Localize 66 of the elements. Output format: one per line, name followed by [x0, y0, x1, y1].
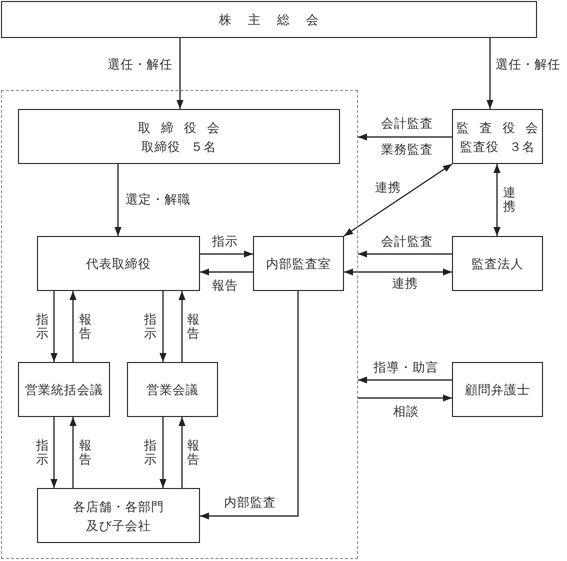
edge-label: 選定・解職 — [126, 192, 190, 206]
org-unit-box — [1, 1, 537, 38]
edge-label: 指導・助言 — [374, 360, 438, 374]
unit-name: 顧問弁護士 — [465, 381, 530, 399]
arrow — [50, 417, 58, 488]
edge-label: 選任・解任 — [496, 56, 560, 72]
unit-note: 取締役 ５名 — [142, 138, 216, 156]
unit-name: 代表取締役 — [86, 255, 151, 273]
edge-label: 報告 — [78, 438, 92, 466]
org-unit-box — [452, 109, 543, 164]
org-unit-box — [253, 236, 344, 291]
edge-label: 連携 — [375, 180, 401, 194]
unit-name: 営業会議 — [146, 381, 198, 399]
edge-label: 指示 — [36, 312, 48, 340]
edge-label: 指示 — [144, 312, 156, 340]
unit-name: 取 締 役 会 — [138, 118, 220, 136]
arrow — [200, 291, 299, 520]
arrow — [114, 164, 122, 236]
arrow — [70, 417, 76, 488]
org-unit-box — [18, 362, 110, 417]
unit-name: 監査法人 — [472, 255, 524, 273]
org-unit-box — [37, 236, 200, 291]
org-unit-box — [18, 109, 340, 164]
edge-label: 連携 — [502, 185, 516, 213]
edge-label: 報告 — [212, 278, 238, 292]
arrow — [70, 291, 76, 362]
arrow — [200, 268, 253, 276]
edge-label: 指示 — [36, 438, 48, 466]
arrow — [178, 417, 186, 488]
edge-label: 会計監査 — [381, 234, 433, 248]
arrow — [358, 250, 452, 258]
double-arrow — [494, 164, 500, 236]
unit-name: 株 主 総 会 — [219, 11, 319, 29]
unit-name: 営業統括会議 — [25, 381, 103, 399]
arrow — [50, 291, 58, 362]
unit-name: 各店舗・各部門及び子会社 — [72, 498, 164, 534]
arrow — [200, 250, 253, 258]
org-unit-box — [452, 236, 543, 291]
edge-label: 指示 — [212, 234, 238, 248]
arrow — [176, 38, 184, 109]
arrow — [178, 291, 186, 362]
org-unit-box — [452, 362, 543, 417]
org-unit-box — [127, 362, 218, 417]
unit-name: 監 査 役 会 — [456, 118, 538, 136]
arrow — [160, 417, 166, 488]
unit-name: 内部監査室 — [266, 255, 331, 273]
edge-label: 報告 — [186, 312, 200, 340]
edge-label: 相談 — [393, 404, 419, 418]
edge-label: 指示 — [144, 438, 156, 466]
note-text: 業務監査 — [381, 142, 433, 156]
group-boundary — [1, 90, 358, 559]
edge-label: 内部監査 — [224, 494, 276, 510]
edge-label: 連携 — [392, 276, 418, 290]
edge-label: 報告 — [78, 312, 92, 340]
org-unit-box — [37, 488, 200, 543]
double-arrow — [344, 164, 452, 236]
unit-note: 監査役 ３名 — [460, 138, 535, 156]
arrow — [358, 394, 452, 402]
arrow — [160, 291, 166, 362]
edge-label: 会計監査 — [381, 116, 433, 130]
double-arrow — [344, 268, 452, 276]
arrow — [358, 376, 452, 384]
edge-label: 報告 — [186, 438, 200, 466]
arrow — [486, 38, 494, 109]
arrow — [358, 134, 452, 140]
edge-label: 選任・解任 — [108, 56, 172, 72]
